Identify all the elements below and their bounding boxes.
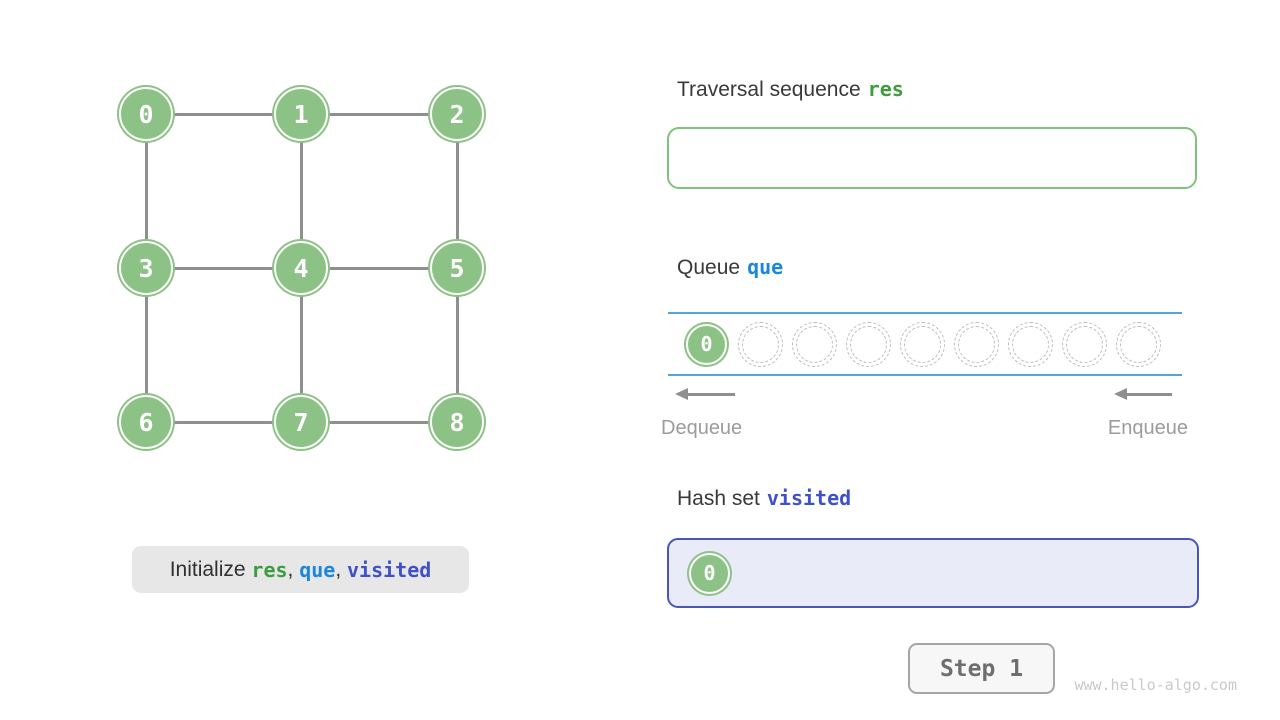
graph-node-label: 3 (138, 253, 154, 283)
queue-slot-empty (1062, 321, 1107, 367)
graph-edge (146, 112, 301, 116)
arrow-shaft (1125, 393, 1172, 396)
visited-item-label: 0 (703, 561, 716, 585)
graph-edge (455, 268, 459, 422)
queue-slot-empty (1116, 321, 1161, 367)
graph-node-0: 0 (117, 85, 175, 143)
res-heading: Traversal sequence res (677, 77, 904, 102)
visited-item: 0 (687, 550, 732, 596)
arrow-head (675, 388, 688, 400)
res-var-name: res (867, 77, 904, 101)
visited-box: 0 (667, 538, 1199, 608)
status-part-que: que (299, 557, 336, 582)
graph-edge (455, 114, 459, 268)
queue-heading-label: Queue (677, 256, 741, 279)
graph-edge (299, 114, 303, 268)
visited-heading: Hash set visited (677, 486, 851, 511)
status-chip: Initialize res, que, visited (132, 546, 469, 593)
dequeue-arrow-icon (675, 388, 735, 400)
queue-slot-empty (1008, 321, 1053, 367)
status-part-plain: , (335, 557, 347, 581)
graph-node-8: 8 (428, 393, 486, 451)
queue-slot-empty (792, 321, 837, 367)
graph-node-label: 5 (449, 253, 465, 283)
graph-node-label: 4 (293, 253, 309, 283)
graph-node-label: 6 (138, 407, 154, 437)
graph-edge (144, 268, 148, 422)
queue-slot-empty (846, 321, 891, 367)
enqueue-arrow-icon (1114, 388, 1172, 400)
graph-edge (301, 420, 457, 424)
queue-slot-label: 0 (700, 332, 713, 356)
queue-var-name: que (747, 255, 784, 279)
enqueue-label: Enqueue (1107, 417, 1188, 439)
status-part-plain: Initialize (169, 557, 252, 581)
watermark: www.hello-algo.com (1074, 676, 1237, 694)
dequeue-label: Dequeue (661, 417, 743, 439)
status-part-visited: visited (347, 557, 432, 582)
graph-node-label: 0 (138, 99, 154, 129)
graph-node-3: 3 (117, 239, 175, 297)
arrow-shaft (686, 393, 735, 396)
graph-edge (144, 114, 148, 268)
queue-slot-empty (954, 321, 999, 367)
visited-var-name: visited (766, 486, 852, 510)
graph-node-label: 2 (449, 99, 465, 129)
visited-heading-label: Hash set (677, 487, 760, 510)
graph-node-4: 4 (272, 239, 330, 297)
queue-heading: Queue que (677, 255, 783, 280)
queue-slot-empty (738, 321, 783, 367)
graph-node-label: 8 (449, 407, 465, 437)
graph-node-6: 6 (117, 393, 175, 451)
queue-track: 0 (668, 312, 1182, 376)
graph-node-label: 1 (293, 99, 309, 129)
graph-node-2: 2 (428, 85, 486, 143)
graph-edge (146, 266, 301, 270)
graph-edge (299, 268, 303, 422)
graph-node-1: 1 (272, 85, 330, 143)
graph-node-label: 7 (293, 407, 309, 437)
graph-edge (146, 420, 301, 424)
res-heading-label: Traversal sequence (677, 78, 861, 101)
res-box (667, 127, 1197, 189)
status-part-plain: , (287, 557, 300, 581)
step-button[interactable]: Step 1 (908, 643, 1055, 694)
arrow-head (1114, 388, 1127, 400)
graph-node-7: 7 (272, 393, 330, 451)
status-part-res: res (251, 557, 288, 582)
graph-node-5: 5 (428, 239, 486, 297)
graph-edge (301, 112, 457, 116)
graph-edge (301, 266, 457, 270)
queue-slot-empty (900, 321, 945, 367)
queue-slot-filled: 0 (684, 321, 729, 367)
